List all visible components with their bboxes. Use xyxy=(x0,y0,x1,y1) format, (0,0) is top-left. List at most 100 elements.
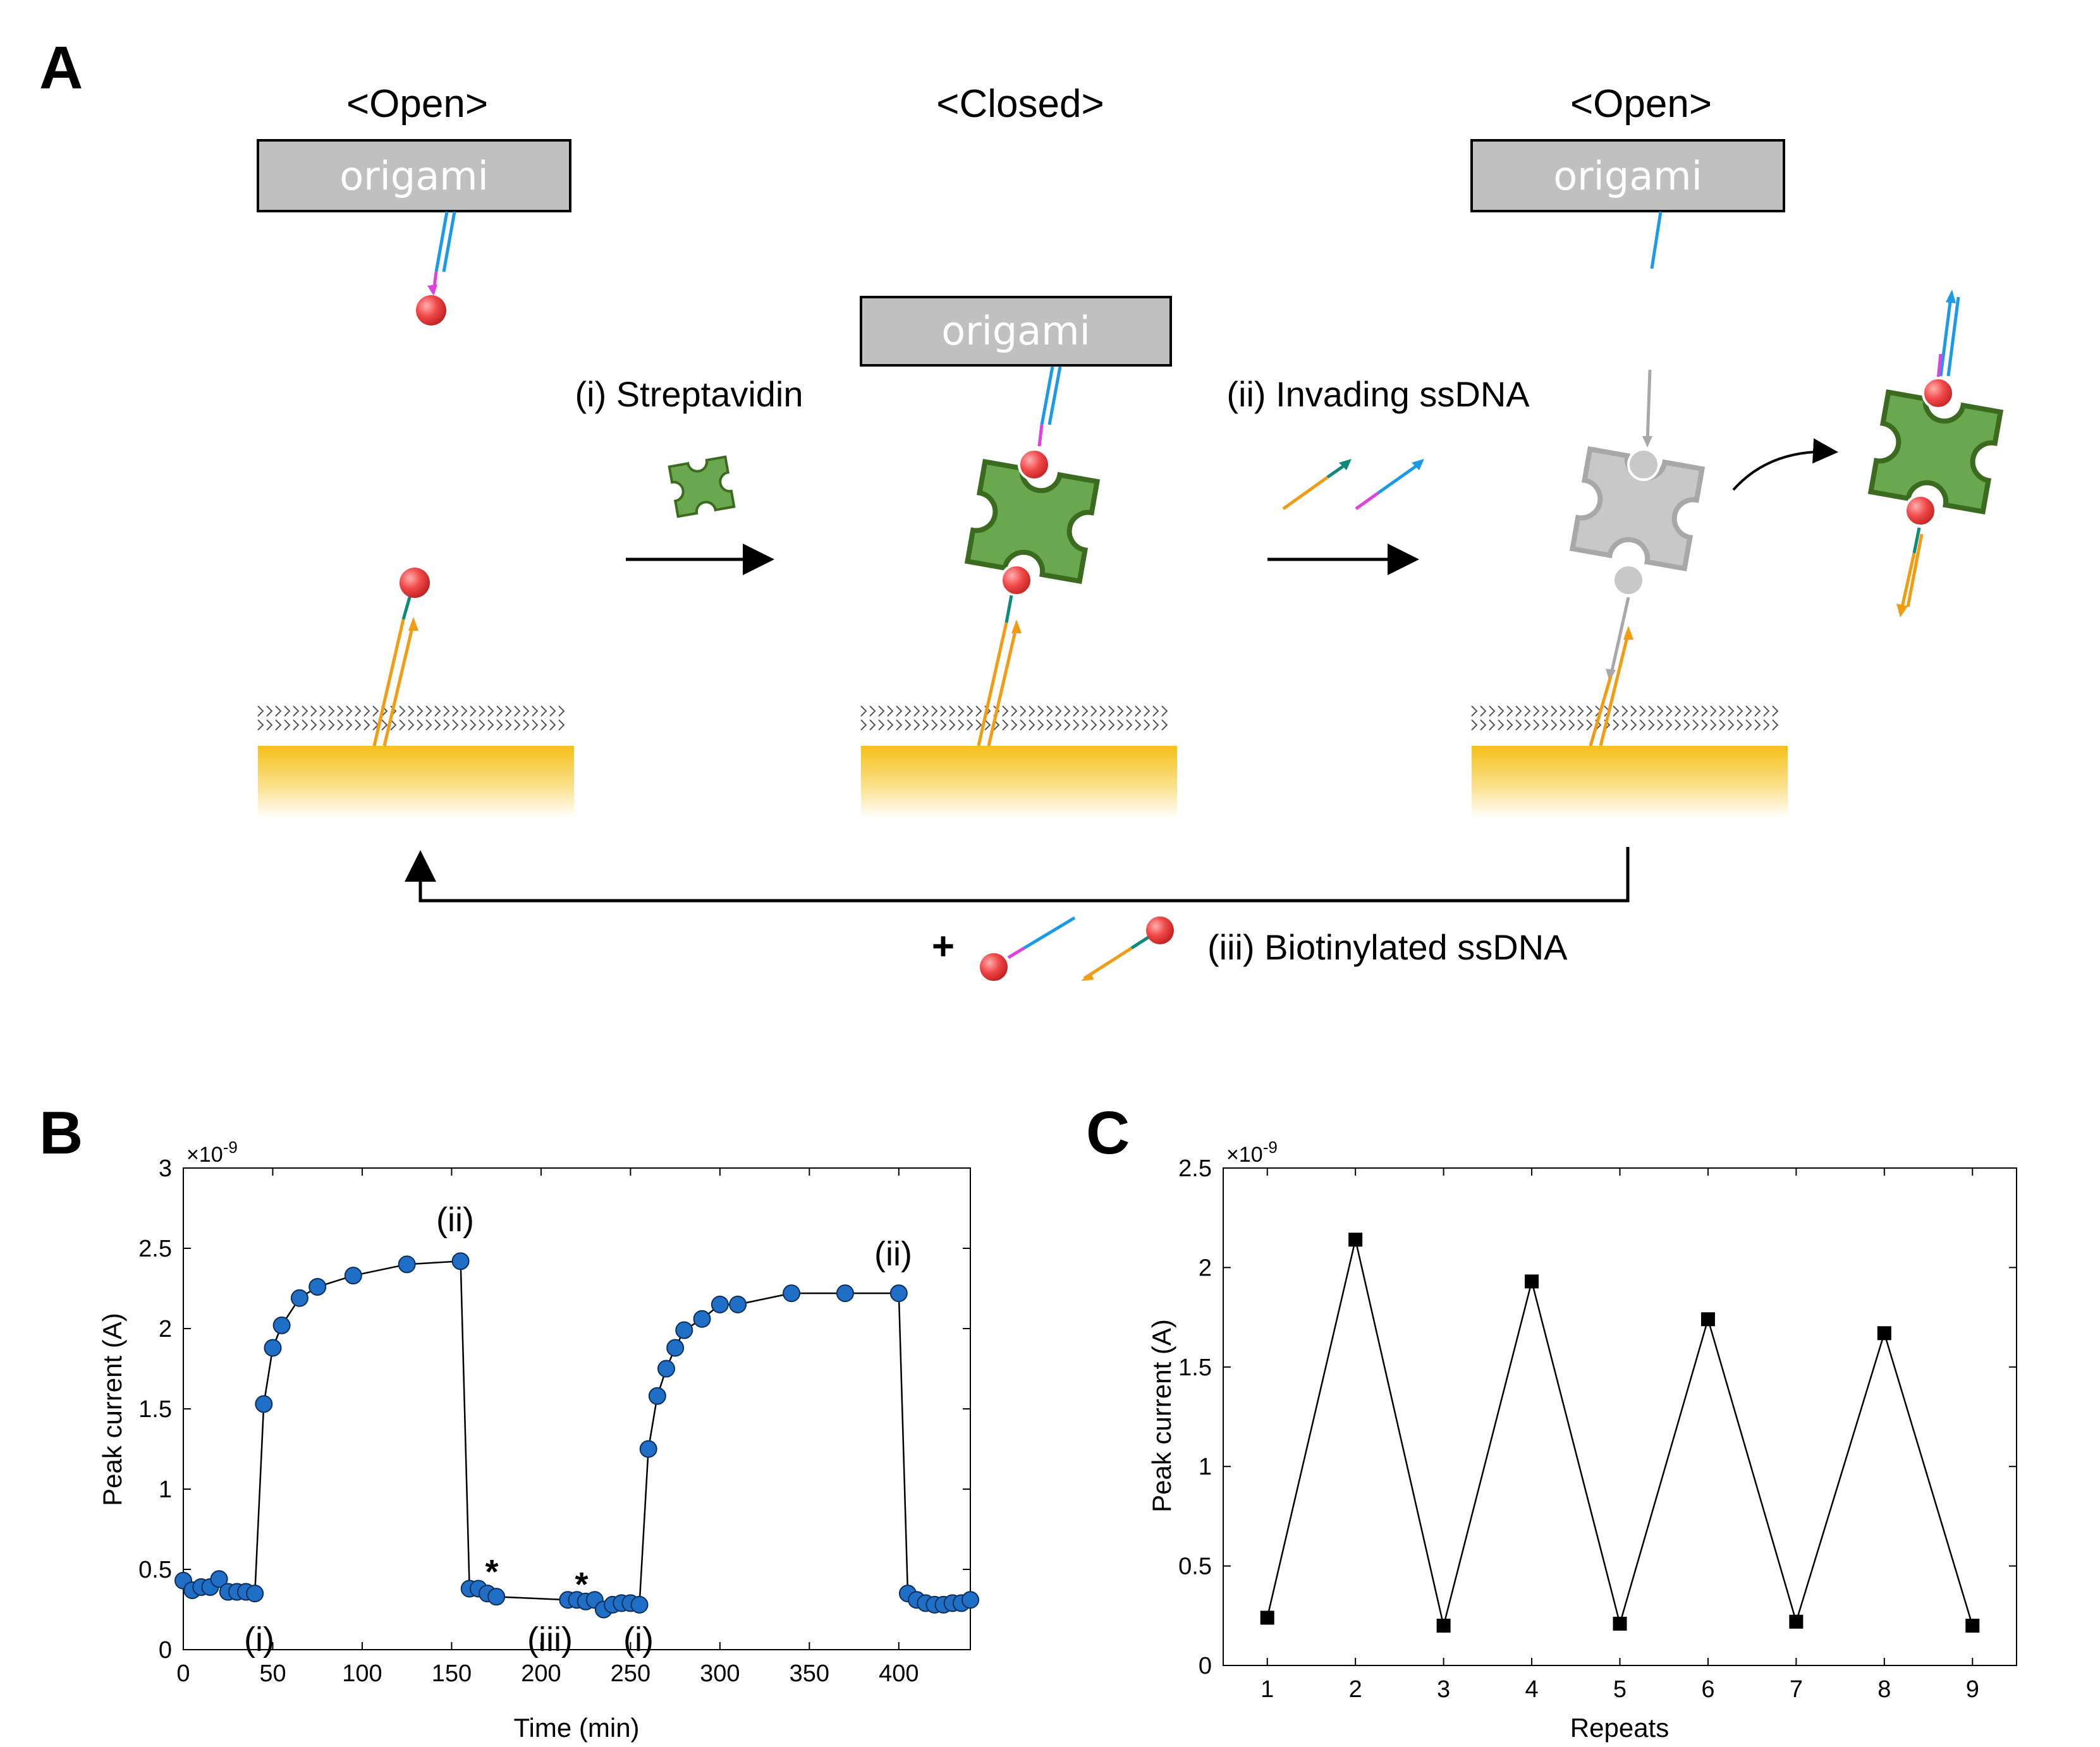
origami-block-1 xyxy=(257,139,571,212)
chart-c-ytick-label: 2.5 xyxy=(1178,1155,1212,1182)
origami-dna-1 xyxy=(427,211,456,296)
chart-c-data-point xyxy=(1436,1619,1451,1633)
chart-b-annotation-i-1: (i) xyxy=(244,1621,274,1659)
chart-c-xtick-label: 1 xyxy=(1261,1676,1274,1703)
gold-electrode-1 xyxy=(258,746,574,819)
chart-c-xtick-label: 8 xyxy=(1877,1676,1891,1703)
chart-b-data-point xyxy=(729,1295,747,1313)
chart-b-xtick-label: 0 xyxy=(176,1660,190,1687)
chart-b-ylabel: Peak current (A) xyxy=(97,1313,127,1506)
chart-b-data-point xyxy=(255,1395,273,1413)
biotinylated-ssdna-pair xyxy=(980,916,1174,981)
chart-b-data-point xyxy=(398,1255,416,1274)
invading-ssdna-pair xyxy=(1282,459,1424,511)
panel-c-letter: C xyxy=(1086,1099,1130,1167)
chart-b-series-line xyxy=(183,1260,971,1611)
ghost-ball-bottom xyxy=(1612,564,1645,597)
chart-b-data-point xyxy=(264,1339,282,1357)
chart-b-ytick-label: 0.5 xyxy=(138,1557,172,1583)
chart-b-data-point xyxy=(451,1252,470,1270)
chart-c-ytick-label: 1.5 xyxy=(1178,1354,1212,1381)
chart-c-data-point xyxy=(1877,1326,1891,1341)
chart-b-xlabel: Time (min) xyxy=(513,1713,639,1743)
chart-c-xtick-label: 5 xyxy=(1613,1676,1627,1703)
plus-sign: + xyxy=(932,925,955,968)
chart-b-data-point xyxy=(210,1570,228,1588)
chart-c-series-line xyxy=(1266,1239,1974,1627)
chart-c-xtick-label: 3 xyxy=(1437,1676,1450,1703)
chart-c-frame xyxy=(1223,1167,2017,1666)
chart-c-data-point xyxy=(1348,1233,1363,1247)
chart-c-data-point xyxy=(1613,1616,1627,1631)
origami-block-3 xyxy=(1470,139,1785,212)
released-complex xyxy=(1871,289,2000,618)
ghost-ball-top xyxy=(1627,448,1660,481)
origami-dna-3 xyxy=(1650,211,1663,269)
chart-b-data-point xyxy=(961,1591,979,1609)
release-arrow xyxy=(1732,438,1838,491)
chart-b-xtick-label: 350 xyxy=(790,1660,829,1687)
chart-b-ytick-label: 3 xyxy=(159,1155,172,1182)
monolayer-3 xyxy=(1471,705,1778,717)
chart-c-exponent: ×10-9 xyxy=(1226,1138,1278,1167)
origami-block-2 xyxy=(860,296,1172,367)
chart-b-ytick-label: 2 xyxy=(159,1316,172,1342)
chart-b-star-1: * xyxy=(485,1553,498,1591)
chart-b-data-point xyxy=(246,1585,264,1603)
chart-b-xtick-label: 150 xyxy=(432,1660,472,1687)
chart-b-data-point xyxy=(487,1588,506,1606)
state-open-2: origami xyxy=(1470,139,2001,819)
chart-b-annotation-iii: (iii) xyxy=(527,1621,573,1659)
chart-b-annotation-i-2: (i) xyxy=(623,1621,654,1659)
chart-b-markers xyxy=(174,1252,979,1619)
step-iii-label: (iii) Biotinylated ssDNA xyxy=(1207,927,1568,967)
chart-b-annotation-ii-2: (ii) xyxy=(874,1235,912,1273)
chart-b-data-point xyxy=(344,1267,362,1285)
surface-dna-1 xyxy=(372,592,418,746)
chart-c-data-point xyxy=(1965,1619,1980,1633)
open-state-label-1: <Open> xyxy=(346,82,488,126)
chart-b-data-point xyxy=(889,1284,908,1303)
panel-b-letter: B xyxy=(39,1099,83,1167)
origami-dna-2 xyxy=(1037,366,1062,447)
chart-b-data-point xyxy=(272,1316,291,1334)
chart-c-xtick-label: 9 xyxy=(1966,1676,1979,1703)
chart-b-exponent: ×10-9 xyxy=(186,1138,238,1167)
chart-c-ytick-label: 0.5 xyxy=(1178,1554,1212,1580)
chart-c-xtick-label: 4 xyxy=(1525,1676,1538,1703)
monolayer-2 xyxy=(860,705,1168,717)
step-ii-label: (ii) Invading ssDNA xyxy=(1226,374,1530,414)
biotin-ball-2-bottom xyxy=(1000,564,1033,597)
chart-b-data-point xyxy=(639,1440,657,1458)
chart-b-xtick-label: 50 xyxy=(259,1660,286,1687)
chart-b-data-point xyxy=(630,1595,649,1614)
chart-c-data-point xyxy=(1260,1610,1274,1625)
surface-dna-2 xyxy=(977,595,1022,746)
origami-label-2: origami xyxy=(941,308,1090,354)
chart-b-xtick-label: 200 xyxy=(521,1660,561,1687)
gold-electrode-2 xyxy=(861,746,1177,819)
state-open-1: origami xyxy=(257,139,574,819)
state-closed: origami xyxy=(860,296,1177,819)
chart-b-ytick-label: 1.5 xyxy=(138,1396,172,1423)
closed-state-label: <Closed> xyxy=(936,82,1104,126)
panel-a-letter: A xyxy=(39,34,83,102)
chart-c-markers xyxy=(1260,1233,1980,1633)
chart-c-xtick-label: 6 xyxy=(1701,1676,1714,1703)
chart-b-data-point xyxy=(711,1295,729,1313)
chart-c-data-point xyxy=(1525,1274,1539,1289)
origami-label-3: origami xyxy=(1553,153,1702,199)
chart-b-xtick-label: 250 xyxy=(611,1660,650,1687)
chart-b-ytick-label: 1 xyxy=(159,1476,172,1503)
biotin-ball-2-top xyxy=(1018,448,1051,481)
chart-b-annotation-ii-1: (ii) xyxy=(436,1201,474,1239)
chart-b-xtick-label: 100 xyxy=(342,1660,382,1687)
chart-c-ylabel: Peak current (A) xyxy=(1147,1319,1176,1513)
biotin-ball-surface-1 xyxy=(400,568,430,598)
chart-b-data-point xyxy=(308,1277,327,1296)
